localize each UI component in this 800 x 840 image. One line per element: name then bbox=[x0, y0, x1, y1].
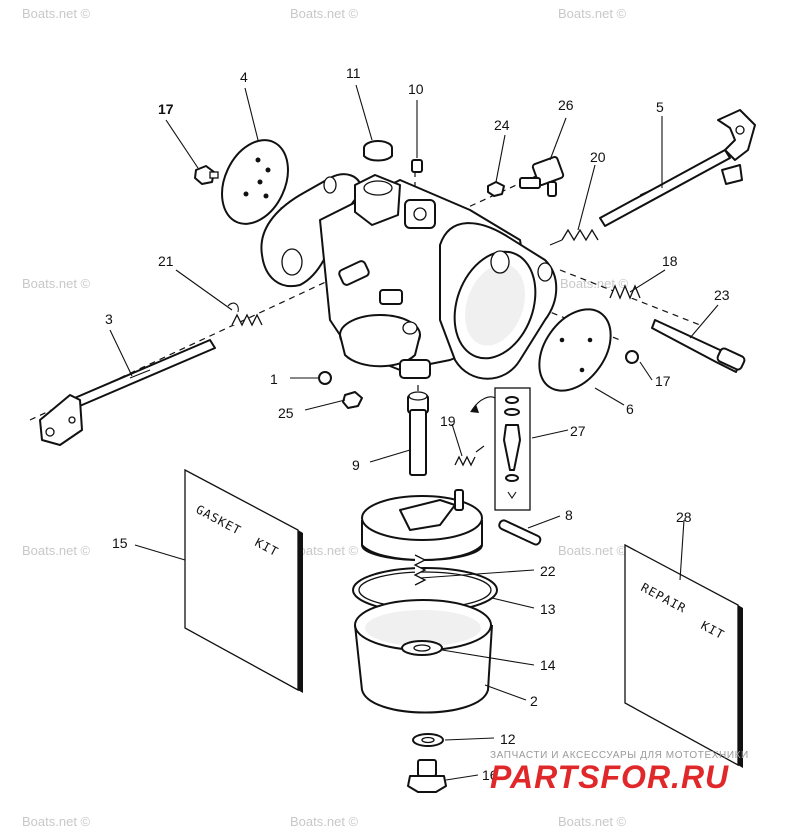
gasket-kit-card: GASKET KIT bbox=[184, 468, 303, 693]
brand-logo: PARTSFOR.RU bbox=[490, 759, 729, 795]
plug-fitting bbox=[487, 181, 505, 197]
throttle-shaft bbox=[599, 109, 756, 227]
callout-label: 20 bbox=[590, 149, 606, 165]
float-pin bbox=[498, 519, 542, 546]
callout-label: 23 bbox=[714, 287, 730, 303]
watermark: Boats.net © bbox=[22, 543, 91, 558]
callout-label: 27 bbox=[570, 423, 586, 439]
carburetor-body bbox=[260, 173, 558, 380]
float-bowl bbox=[354, 599, 493, 714]
callout-label: 25 bbox=[278, 405, 294, 421]
watermark: Boats.net © bbox=[290, 6, 359, 21]
watermark: Boats.net © bbox=[290, 814, 359, 829]
brand-tagline: ЗАПЧАСТИ И АКСЕССУАРЫ ДЛЯ МОТОТЕХНИКИ bbox=[490, 750, 749, 761]
choke-shaft bbox=[39, 339, 216, 446]
callout-label: 4 bbox=[240, 69, 248, 85]
callout-label: 1 bbox=[270, 371, 278, 387]
callout-label: 9 bbox=[352, 457, 360, 473]
washer-small bbox=[318, 371, 332, 385]
watermark: Boats.net © bbox=[558, 543, 627, 558]
callout-label: 5 bbox=[656, 99, 664, 115]
float bbox=[361, 489, 483, 561]
drain-washer bbox=[412, 733, 444, 747]
callout-label: 11 bbox=[346, 65, 361, 81]
callout-label: 28 bbox=[676, 509, 692, 525]
bowl-spring bbox=[413, 554, 427, 586]
welch-plug bbox=[363, 140, 393, 162]
watermark: Boats.net © bbox=[290, 543, 359, 558]
leader-lines bbox=[109, 84, 719, 781]
drain-screw bbox=[407, 759, 447, 793]
callout-label: 14 bbox=[540, 657, 556, 673]
bowl-gasket bbox=[352, 567, 498, 613]
callout-label: 10 bbox=[408, 81, 424, 97]
callout-labels: 11 10 4 17 24 26 5 20 21 18 3 23 1 17 25… bbox=[105, 65, 730, 783]
callout-label: 16 bbox=[482, 767, 498, 783]
callout-label: 15 bbox=[112, 535, 128, 551]
main-jet-nozzle bbox=[407, 391, 429, 476]
callout-label: 18 bbox=[662, 253, 678, 269]
elbow-fitting bbox=[519, 156, 565, 197]
mixture-needle bbox=[651, 319, 746, 373]
repair-kit-card: REPAIR KIT bbox=[624, 543, 743, 768]
callout-label: 13 bbox=[540, 601, 556, 617]
brand-overlay: ЗАПЧАСТИ И АКСЕССУАРЫ ДЛЯ МОТОТЕХНИКИ PA… bbox=[490, 750, 749, 795]
watermark: Boats.net © bbox=[22, 814, 91, 829]
watermark: Boats.net © bbox=[22, 6, 91, 21]
callout-label: 21 bbox=[158, 253, 174, 269]
screw-upper bbox=[194, 165, 219, 185]
callout-label: 17 bbox=[158, 101, 174, 117]
screw-lower-right bbox=[625, 350, 639, 364]
callout-label: 22 bbox=[540, 563, 556, 579]
callout-label: 2 bbox=[530, 693, 538, 709]
diaphragm-plate-upper bbox=[221, 139, 289, 225]
shaft-spring-left bbox=[227, 302, 263, 327]
screw-small bbox=[342, 391, 363, 409]
watermark: Boats.net © bbox=[558, 814, 627, 829]
bowl-washer bbox=[401, 640, 443, 656]
callout-label: 17 bbox=[655, 373, 671, 389]
callout-label: 24 bbox=[494, 117, 510, 133]
shaft-spring-upper bbox=[549, 228, 599, 246]
float-spring-clip bbox=[454, 445, 485, 467]
callout-label: 3 bbox=[105, 311, 113, 327]
callout-label: 6 bbox=[626, 401, 634, 417]
watermark: Boats.net © bbox=[558, 6, 627, 21]
callout-label: 19 bbox=[440, 413, 456, 429]
watermark-layer: Boats.net © Boats.net © Boats.net © Boat… bbox=[22, 6, 629, 829]
callout-label: 8 bbox=[565, 507, 573, 523]
watermark: Boats.net © bbox=[22, 276, 91, 291]
callout-label: 26 bbox=[558, 97, 574, 113]
diaphragm-plate-lower bbox=[538, 308, 612, 392]
idle-adjust-screw-small bbox=[411, 159, 423, 173]
callout-label: 12 bbox=[500, 731, 516, 747]
needle-spring bbox=[609, 284, 641, 300]
inlet-needle-kit bbox=[470, 387, 531, 511]
